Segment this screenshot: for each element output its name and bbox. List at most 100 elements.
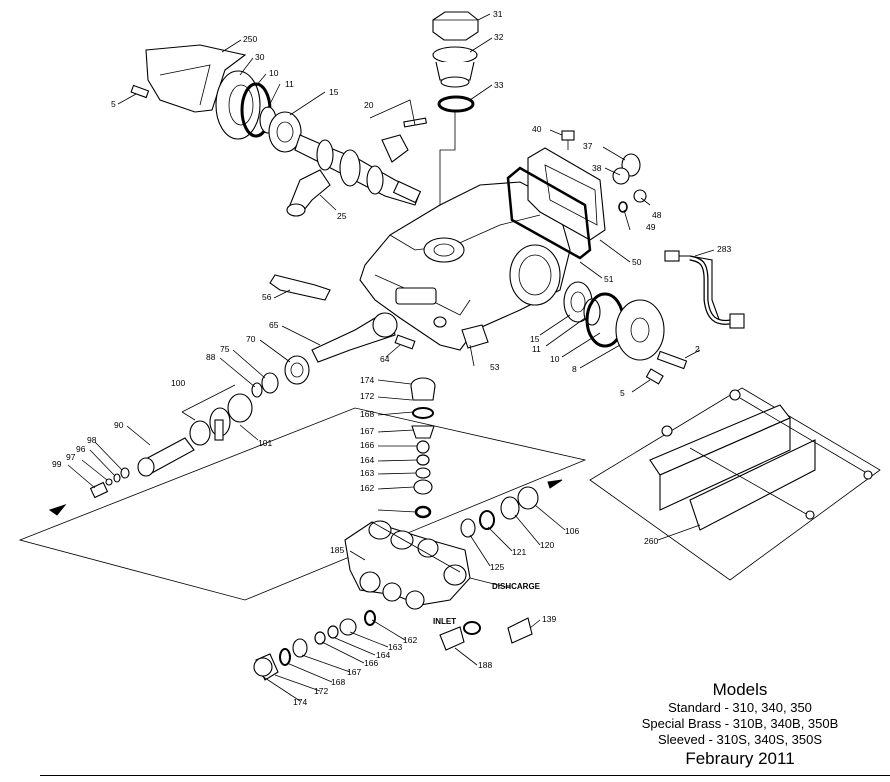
callout-15b: 15	[530, 334, 540, 344]
ring-88	[251, 382, 263, 398]
callout-172b: 172	[314, 686, 328, 696]
callout-99: 99	[52, 459, 62, 469]
manifold-185	[344, 520, 511, 610]
callout-49: 49	[646, 222, 656, 232]
callout-56: 56	[262, 292, 272, 302]
callout-numbers: 31 32 33 250 30 10 11 15 20 5 25 40 37 3…	[52, 9, 731, 707]
callout-100: 100	[171, 378, 185, 388]
callout-168b: 168	[331, 677, 345, 687]
callout-51: 51	[604, 274, 614, 284]
callout-139: 139	[542, 614, 556, 624]
callout-33: 33	[494, 80, 504, 90]
callout-97: 97	[66, 452, 76, 462]
callout-125: 125	[490, 562, 504, 572]
callout-162b: 162	[403, 635, 417, 645]
ring-96	[113, 473, 121, 483]
sight-glass-56	[269, 274, 331, 301]
valve-stack-lower	[253, 610, 376, 681]
callout-40: 40	[532, 124, 542, 134]
callout-38: 38	[592, 163, 602, 173]
callout-163b: 163	[388, 642, 402, 652]
callout-101: 101	[258, 438, 272, 448]
bottom-rule	[40, 775, 890, 776]
callout-172: 172	[360, 391, 374, 401]
callout-10b: 10	[550, 354, 560, 364]
valve-stack-upper	[410, 377, 436, 519]
spring-120	[500, 496, 520, 520]
callout-250: 250	[243, 34, 257, 44]
screw-5-right	[645, 368, 664, 385]
nut-99	[89, 481, 109, 499]
pin-64	[394, 334, 416, 350]
callout-48: 48	[652, 210, 662, 220]
screw-40	[561, 130, 575, 150]
plug-106	[517, 486, 539, 510]
callout-121: 121	[512, 547, 526, 557]
callout-70: 70	[246, 334, 256, 344]
screw-5-top	[130, 84, 150, 99]
callout-120: 120	[540, 540, 554, 550]
seal-holder-101	[189, 393, 253, 446]
callout-11b: 11	[532, 344, 541, 354]
bearing-15-top	[268, 111, 302, 153]
callout-167b: 167	[347, 667, 361, 677]
hose-283	[664, 250, 745, 329]
label-discharge: DISHCARGE	[492, 582, 541, 591]
models-legend: Models Standard - 310, 340, 350 Special …	[600, 680, 880, 770]
callout-164: 164	[360, 455, 374, 465]
seal-70	[284, 355, 310, 385]
plunger-65	[311, 312, 398, 363]
callout-96: 96	[76, 444, 86, 454]
callout-88: 88	[206, 352, 216, 362]
callout-164b: 164	[376, 650, 390, 660]
callout-20: 20	[364, 100, 374, 110]
callout-90: 90	[114, 420, 124, 430]
callout-25: 25	[337, 211, 347, 221]
callout-31: 31	[493, 9, 503, 19]
callout-5b: 5	[620, 388, 625, 398]
callout-106: 106	[565, 526, 579, 536]
models-title: Models	[712, 680, 768, 699]
plug-139	[507, 617, 533, 644]
connecting-rod-25	[286, 117, 427, 217]
sleeve-90	[137, 437, 195, 477]
gasket-51	[506, 166, 592, 260]
cover-250	[145, 44, 247, 113]
callout-168: 168	[360, 409, 374, 419]
callout-30: 30	[255, 52, 265, 62]
callout-15: 15	[329, 87, 339, 97]
key-2	[656, 350, 688, 370]
callout-2: 2	[695, 344, 700, 354]
callout-5: 5	[111, 99, 116, 109]
callout-163: 163	[360, 468, 374, 478]
callout-166b: 166	[364, 658, 378, 668]
washer-75	[261, 372, 279, 394]
oil-cap-31	[432, 11, 479, 41]
bearing-cover-8	[615, 299, 665, 361]
models-date: Febraury 2011	[685, 749, 795, 768]
callout-8: 8	[572, 364, 577, 374]
callout-98: 98	[87, 435, 97, 445]
ring-97	[105, 478, 113, 486]
leader-lines	[67, 13, 715, 702]
callout-10: 10	[269, 68, 279, 78]
callout-185: 185	[330, 545, 344, 555]
models-line-sleeved: Sleeved - 310S, 340S, 350S	[657, 732, 823, 747]
callout-162: 162	[360, 483, 374, 493]
callout-37: 37	[583, 141, 593, 151]
oil-plug-32	[432, 46, 478, 88]
callout-167: 167	[360, 426, 374, 436]
callout-53: 53	[490, 362, 500, 372]
bracket-260	[589, 387, 881, 581]
crankshaft-20	[294, 134, 422, 206]
o-ring-121	[479, 510, 495, 530]
callout-174b: 174	[293, 697, 307, 707]
callout-65: 65	[269, 320, 279, 330]
callout-50: 50	[632, 257, 642, 267]
models-line-standard: Standard - 310, 340, 350	[668, 700, 812, 715]
washer-98	[120, 467, 130, 479]
seat-125	[460, 518, 476, 538]
models-line-special-brass: Special Brass - 310B, 340B, 350B	[641, 716, 839, 731]
callout-11: 11	[285, 79, 294, 89]
